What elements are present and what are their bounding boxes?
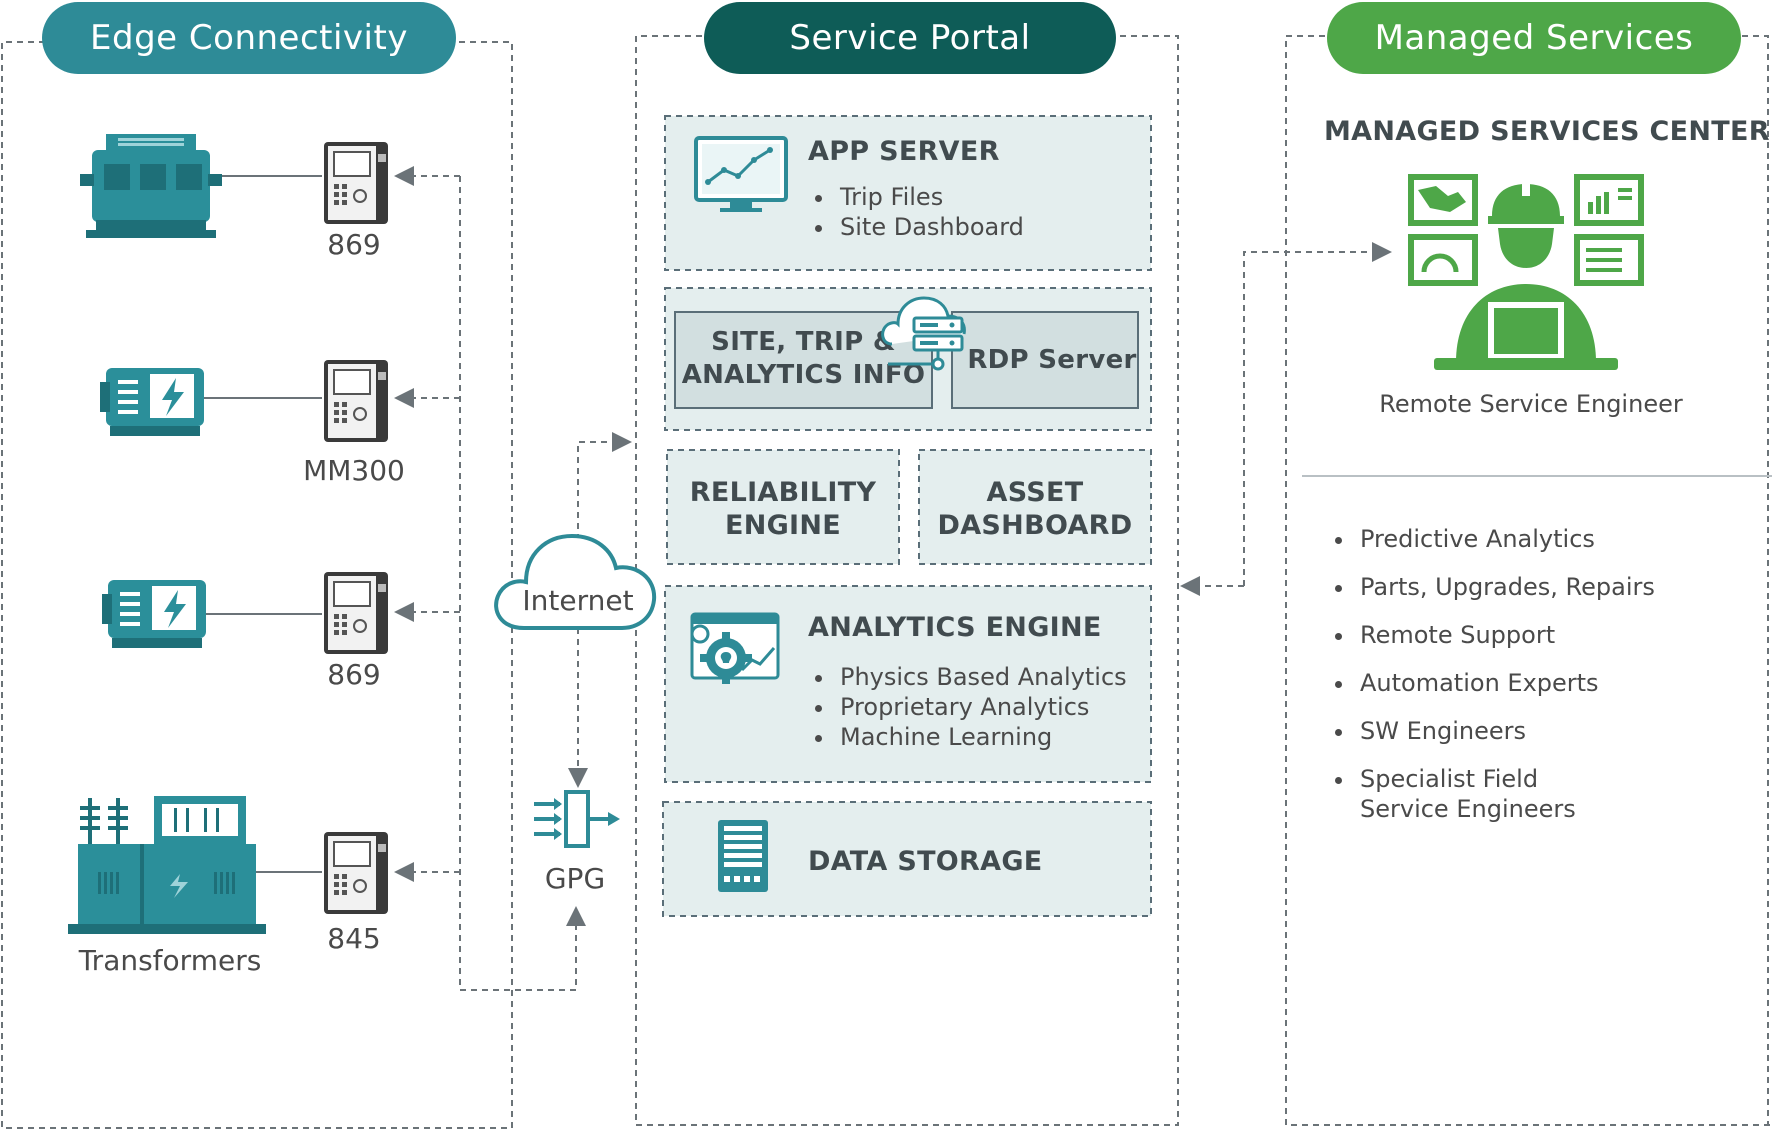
managed-services-center-title: MANAGED SERVICES CENTER bbox=[1324, 116, 1770, 147]
device-label: 869 bbox=[327, 658, 381, 691]
reliability-line: ENGINE bbox=[724, 510, 842, 541]
list-item: Machine Learning bbox=[836, 722, 1127, 752]
list-item: Remote Support bbox=[1356, 620, 1655, 650]
relay-device-icon bbox=[324, 142, 388, 224]
analytics-list: Physics Based Analytics Proprietary Anal… bbox=[808, 662, 1127, 752]
service-portal-title: Service Portal bbox=[789, 18, 1031, 58]
gateway-icon bbox=[534, 790, 620, 848]
app-server-title: APP SERVER bbox=[808, 136, 1000, 167]
analytics-gear-icon bbox=[690, 612, 780, 684]
asset-dashboard-label: ASSET DASHBOARD bbox=[919, 476, 1151, 542]
remote-engineer-label: Remote Service Engineer bbox=[1379, 390, 1683, 418]
list-item: Specialist Field Service Engineers bbox=[1356, 764, 1655, 824]
managed-services-list: Predictive Analytics Parts, Upgrades, Re… bbox=[1326, 524, 1655, 842]
reliability-engine-label: RELIABILITY ENGINE bbox=[667, 476, 899, 542]
list-item: Proprietary Analytics bbox=[836, 692, 1127, 722]
list-item: Physics Based Analytics bbox=[836, 662, 1127, 692]
edge-connectivity-header: Edge Connectivity bbox=[42, 2, 456, 74]
cloud-server-icon bbox=[881, 296, 966, 371]
asset-line: ASSET bbox=[986, 477, 1084, 508]
managed-services-title: Managed Services bbox=[1374, 18, 1694, 58]
transformers-label: Transformers bbox=[78, 944, 262, 977]
site-trip-label: SITE, TRIP & ANALYTICS INFO bbox=[675, 326, 932, 392]
asset-line: DASHBOARD bbox=[937, 510, 1133, 541]
motor-icon bbox=[80, 134, 222, 238]
reliability-box bbox=[666, 449, 900, 565]
data-storage-title: DATA STORAGE bbox=[808, 846, 1043, 877]
device-label: MM300 bbox=[303, 454, 405, 487]
app-server-list: Trip Files Site Dashboard bbox=[808, 182, 1024, 242]
analytics-engine-title: ANALYTICS ENGINE bbox=[808, 612, 1102, 643]
transformer-icon bbox=[68, 796, 266, 934]
list-item: Automation Experts bbox=[1356, 668, 1655, 698]
list-item: Parts, Upgrades, Repairs bbox=[1356, 572, 1655, 602]
list-item-line: Service Engineers bbox=[1360, 795, 1576, 823]
list-item: Predictive Analytics bbox=[1356, 524, 1655, 554]
device-label: 869 bbox=[327, 228, 381, 261]
list-item: Trip Files bbox=[836, 182, 1024, 212]
managed-services-header: Managed Services bbox=[1327, 2, 1741, 74]
managed-frame bbox=[1285, 35, 1772, 1126]
service-portal-header: Service Portal bbox=[704, 2, 1116, 74]
list-item-line: Specialist Field bbox=[1360, 765, 1539, 793]
gpg-label: GPG bbox=[544, 862, 606, 895]
relay-device-icon bbox=[324, 360, 388, 442]
device-label: 845 bbox=[327, 922, 381, 955]
cloud-icon bbox=[494, 533, 657, 630]
generator-icon bbox=[100, 368, 204, 436]
relay-device-icon bbox=[324, 832, 388, 914]
edge-connectivity-title: Edge Connectivity bbox=[90, 18, 408, 58]
site-trip-line: SITE, TRIP & bbox=[711, 327, 896, 357]
reliability-line: RELIABILITY bbox=[689, 477, 877, 508]
rdp-server-box bbox=[951, 311, 1139, 409]
relay-device-icon bbox=[324, 572, 388, 654]
site-trip-line: ANALYTICS INFO bbox=[681, 360, 926, 390]
monitor-chart-icon bbox=[694, 136, 788, 212]
list-item: SW Engineers bbox=[1356, 716, 1655, 746]
internet-label: Internet bbox=[522, 584, 634, 617]
rdp-server-label: RDP Server bbox=[967, 345, 1137, 375]
database-rack-icon bbox=[718, 820, 768, 892]
generator-icon bbox=[102, 580, 206, 648]
asset-box bbox=[918, 449, 1152, 565]
edge-frame bbox=[1, 41, 513, 1129]
portal-frame bbox=[635, 35, 1179, 1126]
remote-engineer-icon bbox=[1408, 174, 1644, 370]
list-item: Site Dashboard bbox=[836, 212, 1024, 242]
